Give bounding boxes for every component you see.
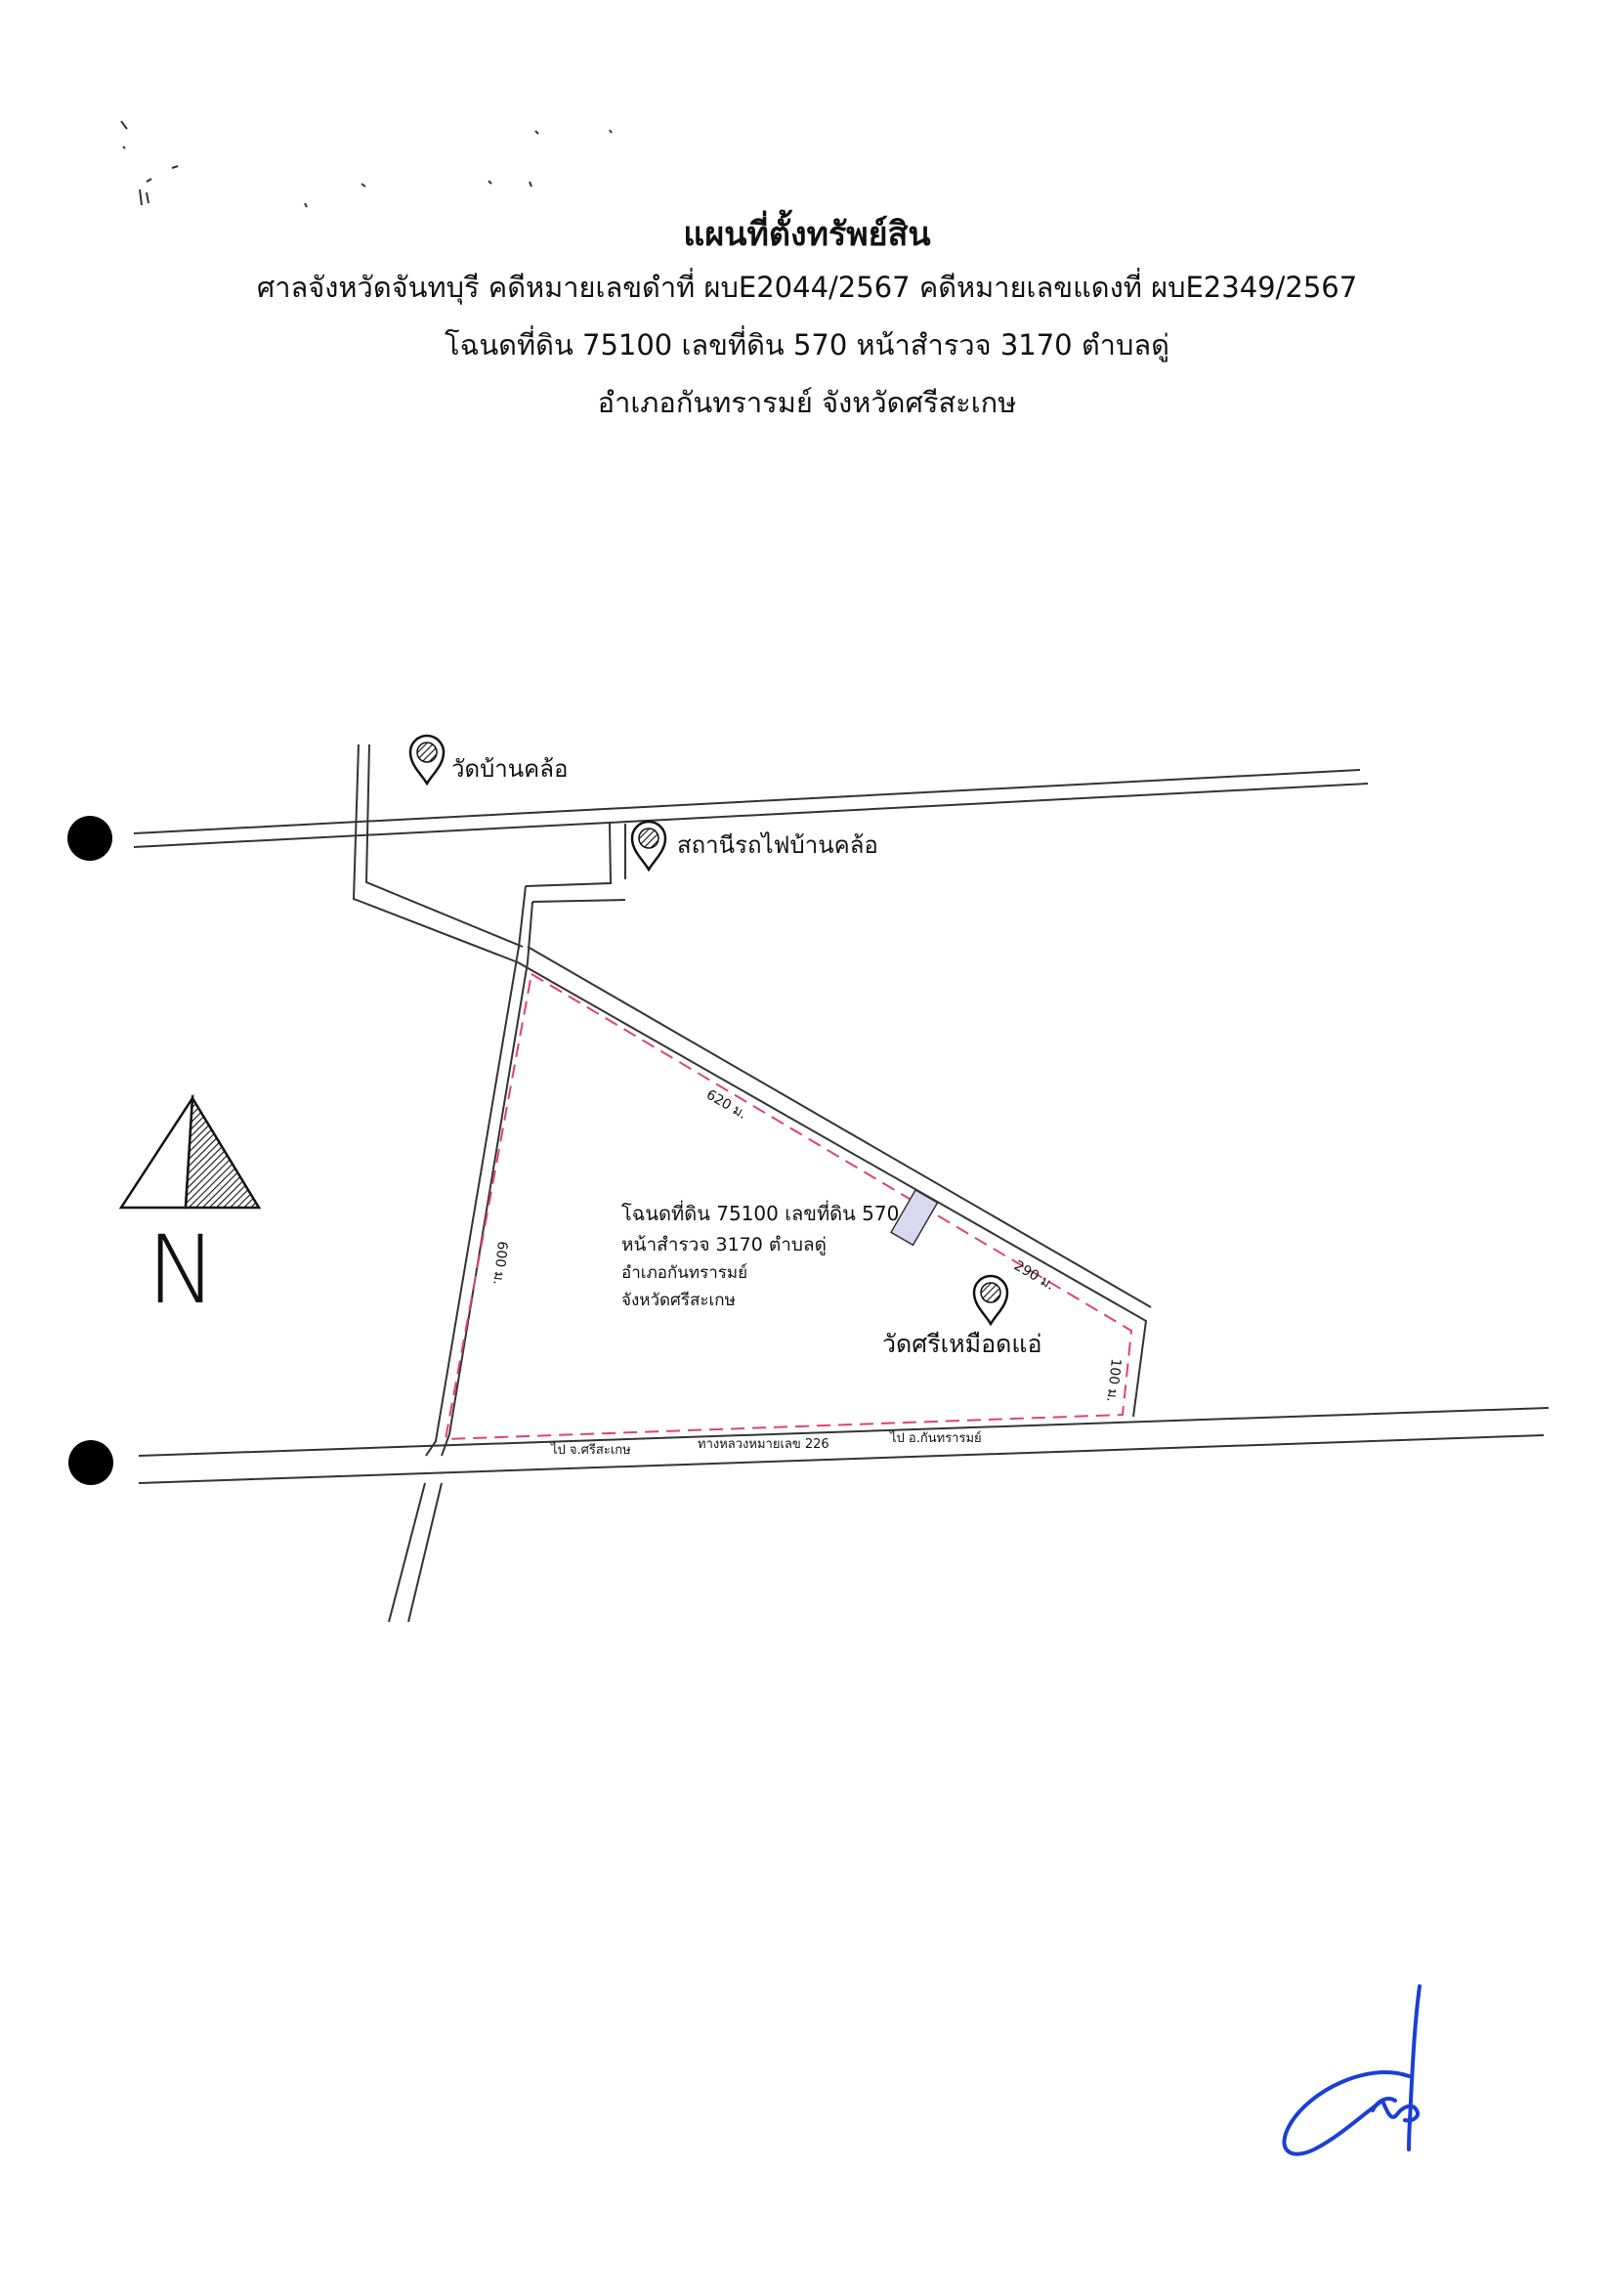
- parcel-boundary: [444, 972, 1133, 1441]
- road-to-kanthararom-label: ไป อ.กันทรารมย์: [889, 1430, 982, 1446]
- parcel-label-2: หน้าสำรวจ 3170 ตำบลดู่: [621, 1234, 827, 1255]
- temple-ban-khlo-pin-icon: [408, 734, 446, 786]
- document-title: แผนที่ตั้งทรัพย์สิน: [683, 215, 931, 254]
- signature: [1282, 1984, 1422, 2156]
- plot-marker: [889, 1188, 939, 1247]
- parcel-label-3: อำเภอกันทรารมย์: [621, 1263, 747, 1283]
- railway-station-label: สถานีรถไฟบ้านคล้อ: [677, 831, 878, 859]
- court-case-line: ศาลจังหวัดจันทบุรี คดีหมายเลขดำที่ ผบE20…: [256, 271, 1358, 304]
- railway-station-pin-icon: [630, 820, 667, 872]
- highway-226: [138, 1407, 1550, 1484]
- dim-north-side: 620 ม.: [703, 1087, 749, 1123]
- punch-hole-bottom: [68, 1440, 113, 1485]
- local-roads: [352, 744, 1152, 1623]
- north-label: N: [147, 1215, 217, 1325]
- highway-number-label: ทางหลวงหมายเลข 226: [698, 1437, 829, 1452]
- scan-specks: [120, 120, 613, 208]
- punch-hole-top: [67, 816, 112, 861]
- temple-si-muet-ae-label: วัดศรีเหมือดแอ่: [882, 1330, 1041, 1358]
- parcel-label-4: จังหวัดศรีสะเกษ: [621, 1291, 736, 1310]
- deed-line: โฉนดที่ดิน 75100 เลขที่ดิน 570 หน้าสำรวจ…: [445, 328, 1169, 361]
- document-header: แผนที่ตั้งทรัพย์สิน ศาลจังหวัดจันทบุรี ค…: [0, 210, 1614, 432]
- dim-east-lower: 100 ม.: [1103, 1358, 1124, 1403]
- road-to-sisaket-label: ไป จ.ศรีสะเกษ: [550, 1442, 631, 1458]
- temple-ban-khlo-label: วัดบ้านคล้อ: [451, 755, 568, 783]
- railway: [133, 769, 1369, 848]
- dim-west-side: 600 ม.: [489, 1241, 510, 1286]
- north-arrow-icon: [118, 1093, 262, 1210]
- district-line: อำเภอกันทรารมย์ จังหวัดศรีสะเกษ: [597, 386, 1017, 419]
- parcel-label-1: โฉนดที่ดิน 75100 เลขที่ดิน 570: [621, 1200, 899, 1225]
- dim-east-upper: 290 ม.: [1011, 1258, 1057, 1294]
- temple-si-muet-ae-pin-icon: [972, 1274, 1009, 1326]
